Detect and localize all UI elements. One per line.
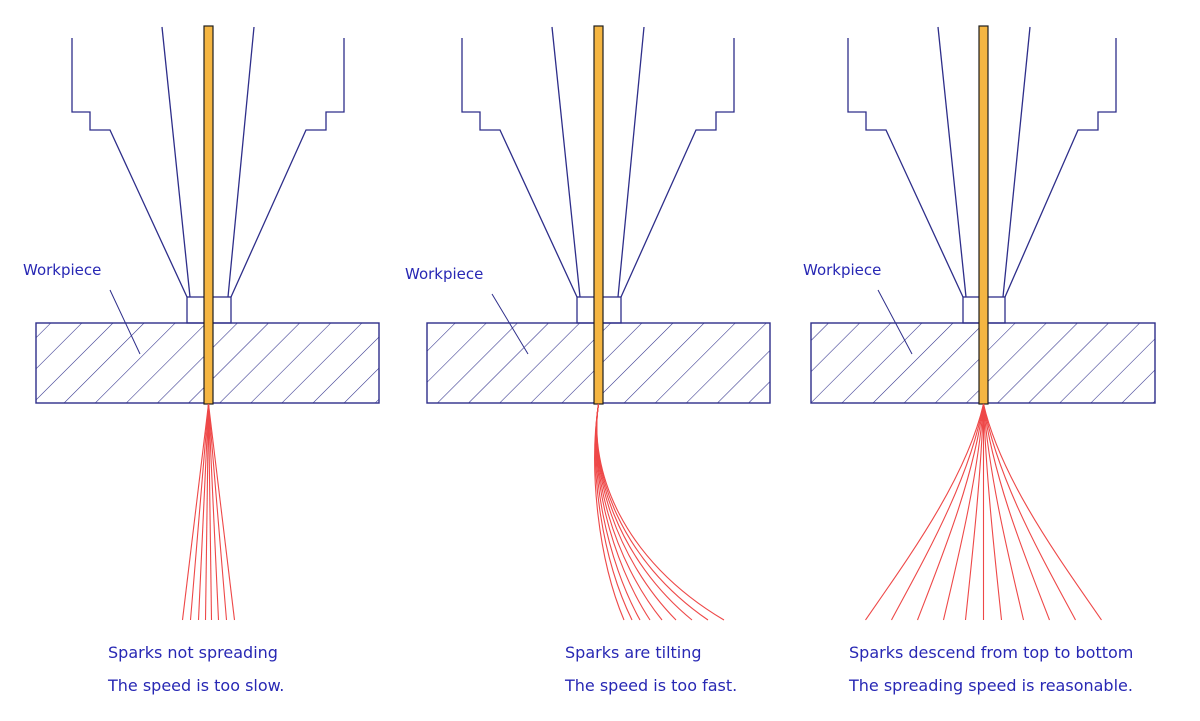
panel-2 — [426, 25, 771, 621]
panel-1 — [35, 25, 380, 621]
spark-line — [181, 403, 210, 621]
spark-line — [204, 403, 210, 621]
laser-beam — [978, 25, 989, 405]
laser-beam — [593, 25, 604, 405]
spark-line — [982, 403, 1102, 621]
caption-conclusion: The speed is too fast. — [565, 676, 738, 695]
spark-line — [982, 403, 1051, 621]
spark-line — [594, 403, 633, 621]
spark-line — [865, 403, 985, 621]
spark-line — [207, 403, 228, 621]
spark-line — [595, 403, 651, 621]
sparks — [865, 403, 1102, 621]
panel-3 — [810, 25, 1156, 621]
cutting-nozzle — [847, 26, 1117, 324]
spark-line — [207, 403, 213, 621]
laser-beam — [203, 25, 214, 405]
spark-line — [942, 403, 985, 621]
spark-line — [189, 403, 210, 621]
workpiece-leader-line — [877, 289, 913, 355]
caption-observation: Sparks are tilting — [565, 643, 702, 662]
spark-line — [916, 403, 985, 621]
spark-line — [982, 403, 1003, 621]
spark-line — [982, 403, 1076, 621]
spark-line — [595, 403, 677, 621]
spark-line — [982, 403, 1025, 621]
caption-observation: Sparks not spreading — [108, 643, 278, 662]
workpiece-leader-line — [491, 293, 529, 355]
spark-line — [207, 403, 220, 621]
spark-line — [594, 403, 625, 621]
workpiece-leader-line — [109, 289, 141, 355]
workpiece-label: Workpiece — [405, 265, 484, 283]
spark-line — [197, 403, 210, 621]
workpiece-label: Workpiece — [23, 261, 102, 279]
caption-observation: Sparks descend from top to bottom — [849, 643, 1134, 662]
spark-line — [207, 403, 236, 621]
caption-conclusion: The speed is too slow. — [108, 676, 285, 695]
spark-line — [596, 403, 725, 621]
spark-line — [964, 403, 985, 621]
spark-line — [891, 403, 985, 621]
caption-conclusion: The spreading speed is reasonable. — [849, 676, 1133, 695]
spark-line — [595, 403, 663, 621]
sparks — [181, 403, 236, 621]
workpiece-label: Workpiece — [803, 261, 882, 279]
sparks — [594, 403, 725, 621]
